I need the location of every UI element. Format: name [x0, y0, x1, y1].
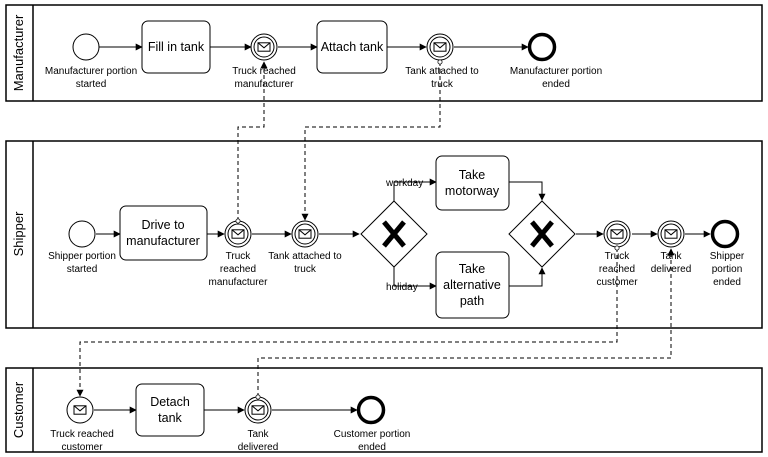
shipper-end-label-3: ended — [713, 277, 741, 288]
envelope-icon — [257, 42, 271, 52]
task-detach-tank[interactable]: Detach tank — [135, 383, 205, 437]
task-detach-label-2: tank — [158, 411, 182, 425]
envelope-icon — [73, 405, 87, 415]
customer-end-label-1: Customer portion — [334, 429, 411, 440]
pool-customer-label: Customer — [11, 381, 26, 438]
exclusive-gateway-x-icon — [530, 220, 554, 248]
manufacturer-tank-attached-event — [426, 33, 454, 61]
condition-workday: workday — [385, 178, 423, 189]
manufacturer-end-label-1: Manufacturer portion — [510, 66, 602, 77]
customer-end-event — [356, 395, 386, 425]
shipper-end-event — [710, 219, 740, 249]
envelope-icon — [610, 229, 624, 239]
shipper-start-event — [68, 220, 96, 248]
shipper-start-label-2: started — [67, 264, 98, 275]
manufacturer-tank-attached-label-1: Tank attached to — [405, 66, 479, 77]
envelope-icon — [298, 229, 312, 239]
task-fill-in-tank[interactable]: Fill in tank — [141, 20, 211, 74]
shipper-end-label-2: portion — [712, 264, 743, 275]
task-take-alternative-path[interactable]: Take alternative path — [435, 251, 510, 319]
pool-manufacturer-label: Manufacturer — [11, 14, 26, 91]
task-alt-label-2: alternative — [443, 278, 501, 292]
task-fill-in-tank-label: Fill in tank — [148, 40, 205, 54]
envelope-icon — [664, 229, 678, 239]
shipper-tank-attached-event — [291, 220, 319, 248]
customer-tank-delivered-label-1: Tank — [247, 429, 269, 440]
shipper-start-label-1: Shipper portion — [48, 251, 116, 262]
task-motorway-label-2: motorway — [445, 184, 500, 198]
shipper-end-label-1: Shipper — [710, 251, 745, 262]
shipper-truck-reached-label-1: Truck — [226, 251, 252, 262]
shipper-tank-delivered-event — [657, 220, 685, 248]
customer-tank-delivered-event — [244, 396, 272, 424]
shipper-truck-reached-event — [224, 220, 252, 248]
task-detach-label-1: Detach — [150, 395, 190, 409]
task-attach-tank[interactable]: Attach tank — [316, 20, 388, 74]
task-alt-label-1: Take — [459, 262, 485, 276]
shipper-truck-reached-label-3: manufacturer — [209, 277, 269, 288]
task-drive-to-manufacturer[interactable]: Drive to manufacturer — [119, 205, 208, 261]
task-drive-label-1: Drive to — [141, 218, 184, 232]
envelope-icon — [433, 42, 447, 52]
shipper-tank-attached-label-1: Tank attached to — [268, 251, 342, 262]
shipper-truck-reached-customer-event — [603, 220, 631, 248]
customer-truck-reached-label-2: customer — [61, 442, 103, 453]
customer-end-label-2: ended — [358, 442, 386, 453]
customer-truck-reached-event — [66, 396, 94, 424]
task-attach-tank-label: Attach tank — [321, 40, 384, 54]
manufacturer-truck-reached-event — [250, 33, 278, 61]
condition-holiday: holiday — [386, 282, 418, 293]
manufacturer-end-event — [527, 32, 557, 62]
manufacturer-tank-attached-label-2: truck — [431, 79, 454, 90]
task-take-motorway[interactable]: Take motorway — [435, 155, 510, 211]
shipper-truck-reached-label-2: reached — [220, 264, 256, 275]
pool-shipper-label: Shipper — [11, 211, 26, 256]
exclusive-gateway-x-icon — [382, 220, 406, 248]
envelope-icon — [251, 405, 265, 415]
manufacturer-start-label-2: started — [76, 79, 107, 90]
manufacturer-start-event — [72, 33, 100, 61]
manufacturer-start-label-1: Manufacturer portion — [45, 66, 137, 77]
shipper-tank-attached-label-2: truck — [294, 264, 317, 275]
manufacturer-end-label-2: ended — [542, 79, 570, 90]
task-drive-label-2: manufacturer — [126, 234, 200, 248]
message-flows — [76, 59, 675, 400]
task-alt-label-3: path — [460, 294, 484, 308]
customer-tank-delivered-label-2: delivered — [238, 442, 279, 453]
envelope-icon — [231, 229, 245, 239]
customer-truck-reached-label-1: Truck reached — [50, 429, 114, 440]
task-motorway-label-1: Take — [459, 168, 485, 182]
